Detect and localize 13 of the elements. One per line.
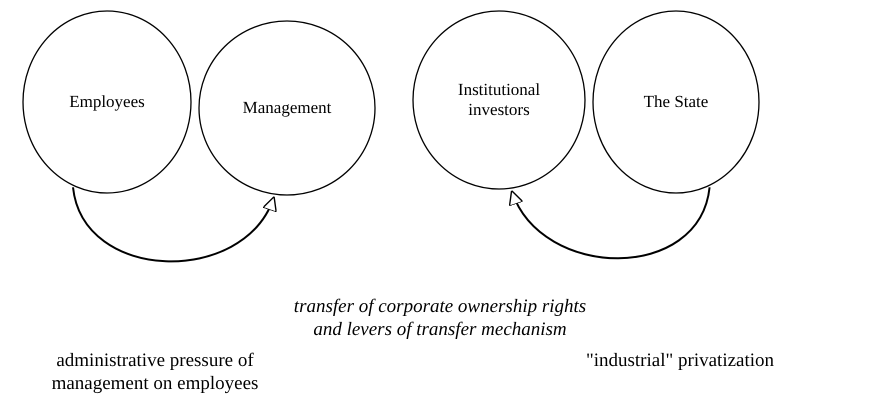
- caption-text: administrative pressure of management on employees: [50, 350, 260, 396]
- ellipse-node: [22, 10, 192, 194]
- curved-arrow: [72, 187, 275, 262]
- node-label: The State: [644, 92, 708, 112]
- ellipse-node: [412, 10, 586, 190]
- ellipse-node: [198, 20, 376, 196]
- node-label: Employees: [69, 92, 145, 112]
- caption-text: "industrial" privatization: [584, 350, 776, 373]
- ellipse-node: [592, 10, 760, 194]
- node-label: Institutional investors: [456, 80, 542, 120]
- caption-text: transfer of corporate ownership rights and levers of transfer mechanism: [292, 296, 588, 342]
- node-label: Management: [242, 98, 332, 118]
- curved-arrow: [510, 187, 711, 260]
